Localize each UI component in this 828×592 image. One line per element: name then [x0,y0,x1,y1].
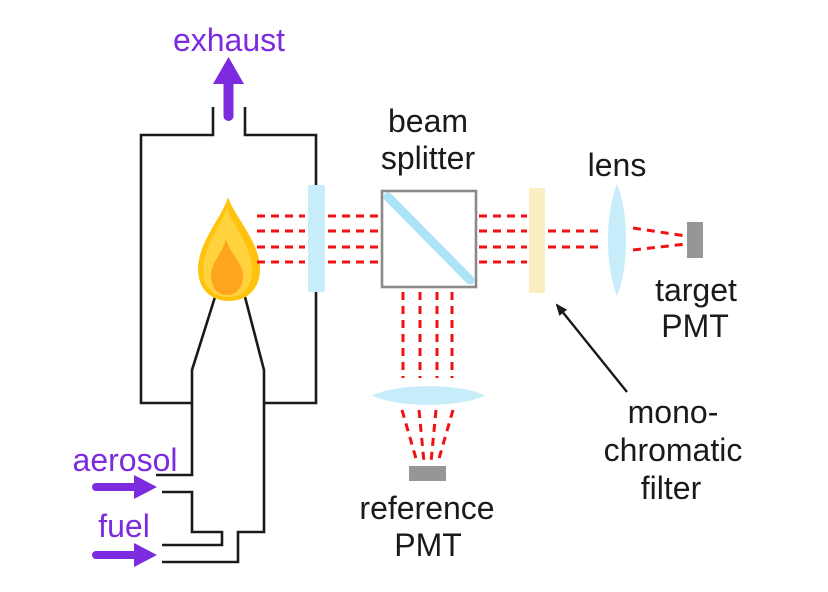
purple-labels: exhaust aerosol fuel [73,22,286,544]
flame-icon [198,197,260,301]
reference-pmt-label-line2: PMT [394,527,462,563]
chamber-outline-left [139,107,215,405]
beam-window-to-splitter [328,214,380,264]
black-labels: beam splitter lens target PMT mono- chro… [359,103,742,563]
monochromatic-filter-bar [529,188,545,293]
beam-lens-to-reference-pmt [400,409,455,463]
aerosol-label: aerosol [73,442,178,478]
target-pmt-detector [687,222,703,258]
beam-splitter-label-line1: beam [388,103,468,139]
target-pmt-label-line1: target [655,272,737,308]
filter-label-line2: chromatic [604,432,743,468]
filter-pointer-arrow [555,303,628,393]
aerosol-inlet-bottom-fuel-inlet-top [162,490,224,547]
beam-dash [400,409,419,463]
beam-dash [429,409,438,463]
beam-dash [632,226,687,238]
beam-splitter-down [401,292,454,378]
target-lens-shape [608,184,626,296]
light-beams [257,214,687,463]
flow-arrows [92,57,244,567]
burner-chamber-group [139,107,318,564]
flame-core [211,239,243,295]
beam-splitter-diagonal [383,192,475,285]
fuel-inlet-bottom-burner-tube-right [162,296,266,564]
filter-label-line1: mono- [628,394,719,430]
fuel-label: fuel [98,508,150,544]
lens-label: lens [588,147,647,183]
exhaust-arrow-icon [213,57,244,121]
fuel-arrow-icon [92,543,157,567]
beam-dash [417,409,426,463]
exhaust-arrow-head [213,57,244,84]
aerosol-arrow-icon [92,475,157,499]
burner-tube-left-aerosol-inlet-top [156,296,217,477]
beam-filter-to-lens [548,229,601,249]
beam-lens-to-target-pmt [632,226,687,252]
beam-dash [632,242,687,252]
fuel-arrow-head [134,543,157,567]
target-pmt-label-line2: PMT [661,308,729,344]
reference-lens-shape [372,386,485,405]
aerosol-arrow-head [134,475,157,499]
beam-flame-to-window [257,214,305,264]
beam-splitter-to-filter [479,214,527,264]
exhaust-label: exhaust [173,22,285,58]
chamber-outline-right [243,107,318,405]
reference-pmt-detector [409,466,446,481]
beam-dash [436,409,455,463]
filter-label-line3: filter [641,470,702,506]
flame-window [308,185,325,292]
beam-splitter-cube [380,189,478,289]
reference-pmt-label-line1: reference [359,490,494,526]
beam-splitter-label-line2: splitter [381,140,476,176]
